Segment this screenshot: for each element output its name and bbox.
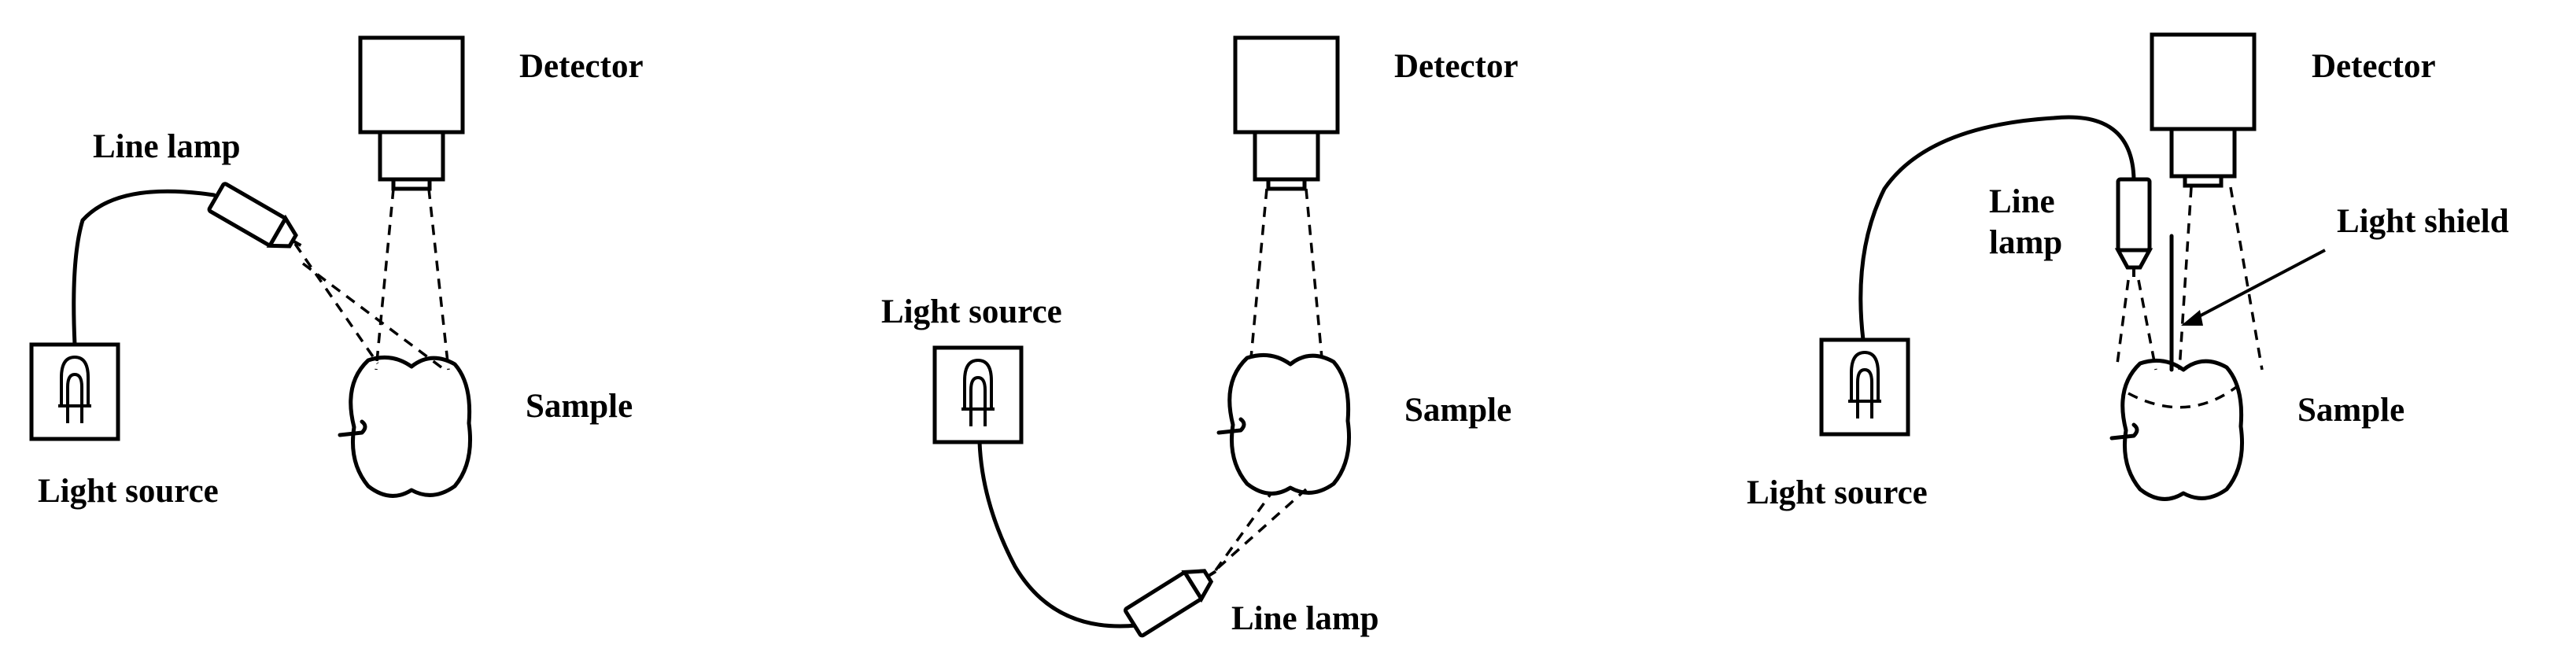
apple-sample-icon (1219, 355, 1349, 493)
sample-label: Sample (526, 388, 633, 425)
lamp-beam (2115, 279, 2130, 371)
sample-label: Sample (2297, 392, 2404, 429)
fiber-cable (977, 440, 1139, 629)
arrow-icon (2181, 310, 2203, 326)
detector-view (375, 188, 395, 371)
detector-view (2229, 186, 2264, 371)
apple-sample-icon (340, 357, 471, 496)
sample-label: Sample (1404, 392, 1511, 429)
light-bulb-icon (1821, 340, 1908, 434)
lamp-beam (293, 243, 379, 364)
lamp-beam (2137, 279, 2157, 371)
light-shield-label: Light shield (2337, 203, 2509, 240)
line-lamp-label: Line lamp (93, 128, 241, 165)
line-lamp-icon (2118, 179, 2150, 277)
lamp-beam (1214, 492, 1272, 572)
detector-camera-icon (1235, 38, 1338, 189)
detector-camera-icon (2152, 35, 2254, 186)
light-shield-pointer (2187, 249, 2326, 324)
lamp-beam (301, 262, 446, 371)
panel-3: Detector Light source Line lamp Light sh… (1747, 35, 2509, 511)
light-bulb-icon (935, 348, 1021, 442)
apple-sample-icon (2112, 360, 2242, 499)
line-lamp-icon (209, 183, 308, 260)
detector-label: Detector (2312, 48, 2436, 85)
detector-view (1305, 188, 1323, 359)
lamp-beam (1216, 488, 1308, 570)
detector-view (427, 188, 450, 371)
detector-label: Detector (519, 48, 644, 85)
fiber-cable (1858, 115, 2136, 342)
detector-camera-icon (360, 38, 463, 189)
detector-view (1249, 188, 1268, 359)
line-lamp-label-line1: Line (1989, 183, 2055, 220)
detector-view (2178, 186, 2193, 371)
fiber-cable (72, 189, 216, 347)
line-lamp-label: Line lamp (1231, 600, 1379, 637)
light-source-label: Light source (1747, 474, 1928, 511)
light-bulb-icon (31, 345, 118, 439)
light-source-label: Light source (881, 293, 1062, 330)
line-lamp-icon (1124, 558, 1223, 636)
panel-2: Detector Light source Sample Line lamp (881, 38, 1519, 637)
detector-label: Detector (1394, 48, 1519, 85)
light-source-label: Light source (38, 473, 219, 510)
panel-1: Detector Line lamp Light source Sample (31, 38, 644, 510)
illuminated-area (2128, 384, 2240, 409)
line-lamp-label-line2: lamp (1989, 224, 2062, 261)
